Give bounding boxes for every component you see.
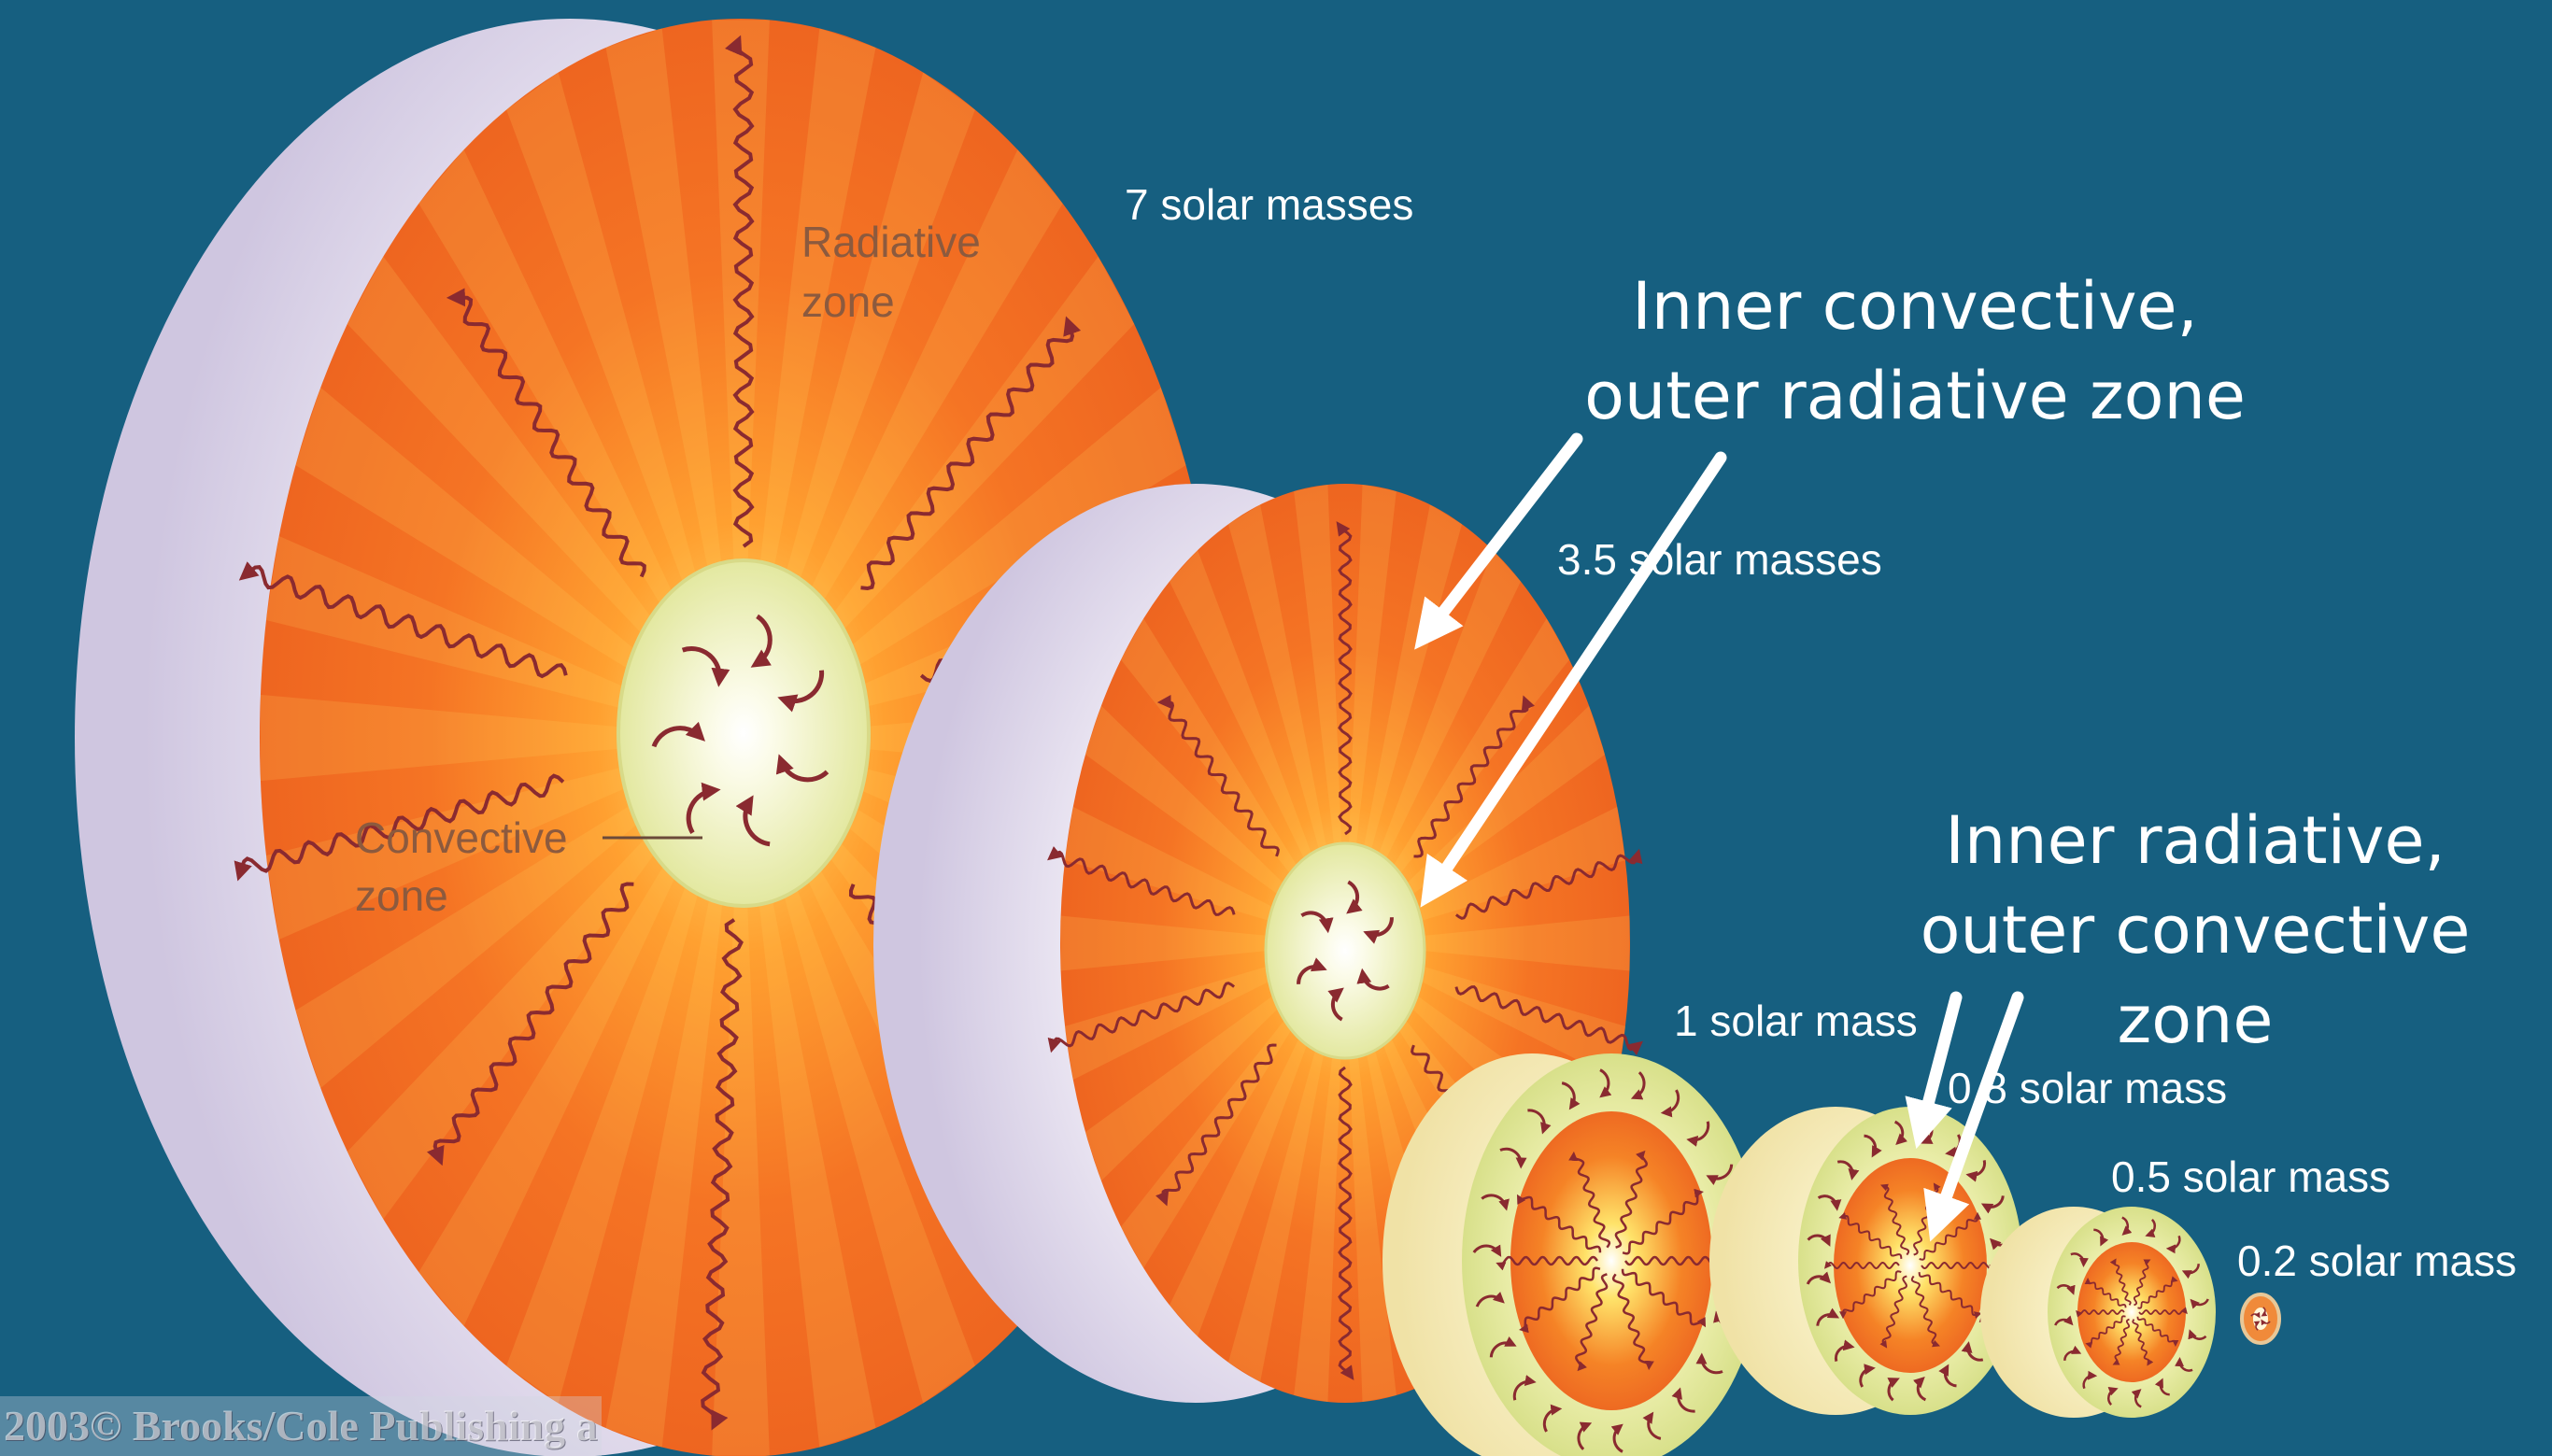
label-radiative-zone-line2: zone xyxy=(801,280,895,323)
star-1-solar-mass xyxy=(1382,1053,1761,1456)
star-0-2-solar-mass xyxy=(2242,1294,2279,1343)
annotation-line: Inner convective, xyxy=(1532,262,2298,351)
radiative-core xyxy=(1510,1111,1712,1410)
label-0-8-solar-mass: 0.8 solar mass xyxy=(1948,1067,2227,1110)
radiative-core xyxy=(1834,1158,1987,1373)
convective-core xyxy=(1266,843,1425,1058)
label-0-2-solar-mass: 0.2 solar mass xyxy=(2237,1239,2517,1282)
copyright-watermark: 2003© Brooks/Cole Publishing a division … xyxy=(0,1396,602,1456)
label-3-5-solar-masses: 3.5 solar masses xyxy=(1557,538,1882,581)
annotation-inner-radiative-outer-convective: Inner radiative, outer convective zone xyxy=(1878,796,2513,1065)
annotation-line: zone xyxy=(1878,975,2513,1065)
star-0-5-solar-mass xyxy=(1980,1207,2216,1418)
label-radiative-zone-line1: Radiative xyxy=(801,220,981,263)
annotation-inner-convective-outer-radiative: Inner convective, outer radiative zone xyxy=(1532,262,2298,441)
radiative-core xyxy=(2077,1242,2186,1382)
label-7-solar-masses: 7 solar masses xyxy=(1125,183,1413,226)
annotation-line: outer convective xyxy=(1878,885,2513,975)
annotation-line: Inner radiative, xyxy=(1878,796,2513,885)
annotation-line: outer radiative zone xyxy=(1532,351,2298,441)
convective-core xyxy=(618,560,869,906)
star-0-8-solar-mass xyxy=(1709,1107,2022,1415)
label-0-5-solar-mass: 0.5 solar mass xyxy=(2111,1155,2390,1198)
label-convective-zone-line1: Convective xyxy=(355,816,568,859)
label-convective-zone-line2: zone xyxy=(355,874,448,917)
